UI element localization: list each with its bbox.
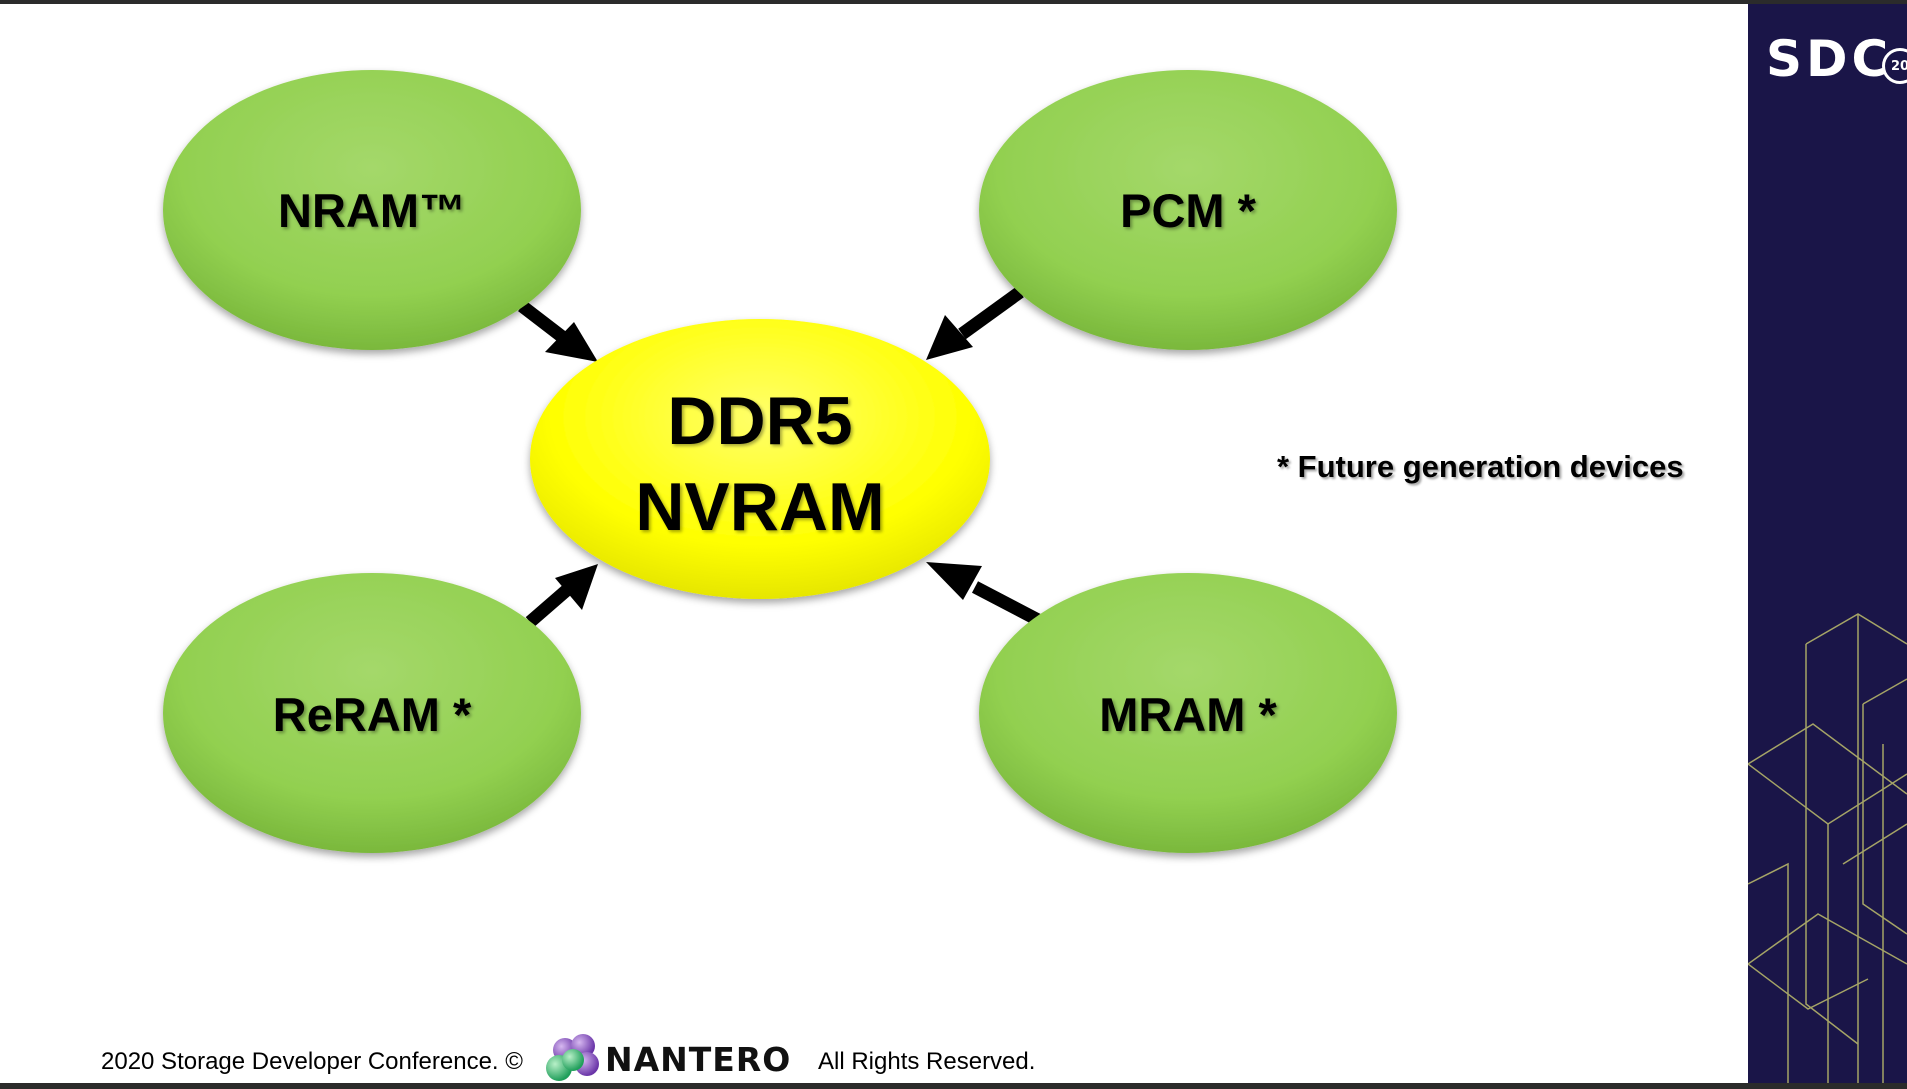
node-nram: NRAM™ <box>163 70 581 350</box>
center-label-line1: DDR5 <box>667 383 852 459</box>
node-pcm: PCM * <box>979 70 1397 350</box>
node-center-ddr5-nvram: DDR5 NVRAM <box>530 319 990 599</box>
memory-diagram: NRAM™ PCM * ReRAM * MRAM * DDR5 NVRAM <box>163 70 1397 853</box>
sdc-logo: SDC <box>1766 30 1893 88</box>
node-reram: ReRAM * <box>163 573 581 853</box>
center-label-line2: NVRAM <box>635 469 884 545</box>
footnote: * Future generation devices <box>1277 449 1684 484</box>
nantero-logo: NANTERO <box>543 1030 790 1083</box>
arrow-pcm-to-center <box>926 286 1024 360</box>
sidebar-line-pattern <box>1748 613 1907 1083</box>
node-pcm-label: PCM * <box>1120 184 1257 237</box>
sdc-year-badge: 20 <box>1882 48 1907 84</box>
nantero-molecule-icon <box>546 1034 599 1081</box>
bottom-border <box>0 1083 1907 1089</box>
node-mram-label: MRAM * <box>1099 688 1277 741</box>
arrow-reram-to-center <box>525 564 598 627</box>
footer-rights: All Rights Reserved. <box>818 1048 1036 1075</box>
footer-copyright: 2020 Storage Developer Conference. © <box>101 1048 523 1075</box>
nantero-wordmark: NANTERO <box>605 1040 792 1079</box>
arrow-nram-to-center <box>518 300 598 362</box>
node-mram: MRAM * <box>979 573 1397 853</box>
node-nram-label: NRAM™ <box>278 184 466 237</box>
arrow-mram-to-center <box>926 562 1044 627</box>
node-reram-label: ReRAM * <box>273 688 472 741</box>
footer: 2020 Storage Developer Conference. © <box>0 1024 1748 1081</box>
sidebar-branding: SDC <box>1748 4 1907 1083</box>
slide: NRAM™ PCM * ReRAM * MRAM * DDR5 NVRAM * … <box>0 4 1907 1083</box>
